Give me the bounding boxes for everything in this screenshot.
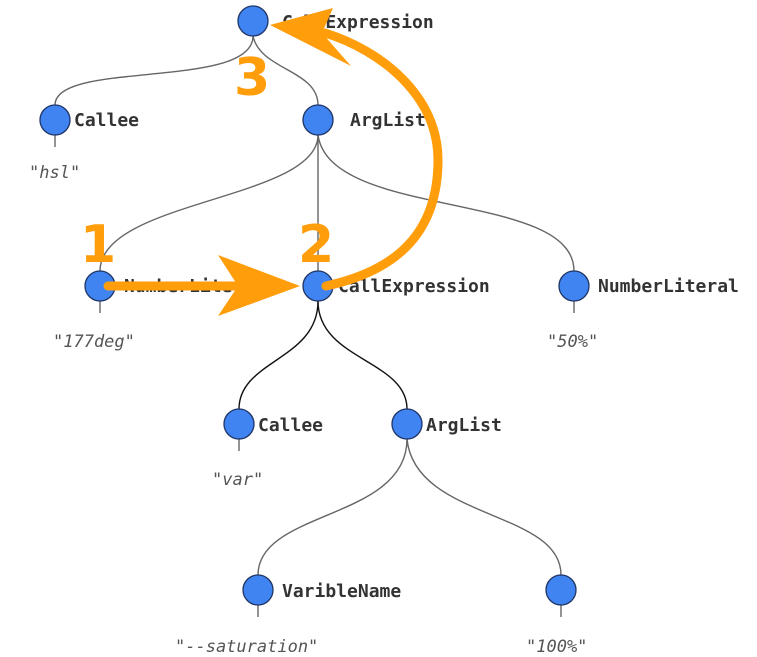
node-label: NumberLiteral xyxy=(598,276,739,297)
arrow-step-2-to-3 xyxy=(320,28,443,291)
node-dot xyxy=(39,104,71,136)
node-callee-inner: Callee "var" xyxy=(212,408,323,490)
node-value: "100%" xyxy=(526,637,587,657)
tree-edges xyxy=(54,35,575,617)
node-callexpression-inner: CallExpression xyxy=(302,270,490,302)
node-value: "--saturation" xyxy=(175,637,318,657)
tree-nodes: CallExpression Callee "hsl" ArgList Numb… xyxy=(29,5,739,657)
node-value: "50%" xyxy=(547,332,598,352)
step-number-1: 1 xyxy=(80,215,116,275)
node-label: VaribleName xyxy=(282,581,401,602)
node-label: ArgList xyxy=(426,415,502,436)
node-dot xyxy=(545,574,577,606)
edge-root-arglist xyxy=(252,35,319,106)
node-dot xyxy=(242,574,274,606)
node-dot xyxy=(391,408,423,440)
node-value: "var" xyxy=(212,470,263,490)
edge-callexpression-callee xyxy=(238,300,319,410)
node-callee-outer: Callee "hsl" xyxy=(29,104,139,183)
node-numberliteral-2: NumberLiteral "50%" xyxy=(547,270,739,352)
node-callexpression-root: CallExpression xyxy=(237,5,434,37)
node-arglist-outer: ArgList xyxy=(302,104,426,136)
edge-arglist-numberliteral-3 xyxy=(406,438,562,576)
node-numberliteral-1: NumberLiteral "177deg" xyxy=(53,270,265,352)
node-value: "177deg" xyxy=(53,332,135,352)
arrow-head-step-1-to-2 xyxy=(218,255,300,316)
node-value: "hsl" xyxy=(29,163,80,183)
node-dot xyxy=(558,270,590,302)
node-dot xyxy=(223,408,255,440)
edge-arglist-numberliteral-1 xyxy=(99,134,319,272)
edge-arglist-numberliteral-2 xyxy=(317,134,575,272)
node-label: Callee xyxy=(74,110,139,131)
node-label: ArgList xyxy=(350,110,426,131)
node-dot xyxy=(302,104,334,136)
edge-root-callee xyxy=(54,35,254,106)
step-annotations: 1 2 3 xyxy=(80,8,443,316)
step-number-2: 2 xyxy=(298,215,334,275)
node-label: CallExpression xyxy=(338,276,490,297)
arrow-head-step-2-to-3 xyxy=(270,8,351,66)
node-dot xyxy=(237,5,269,37)
step-number-3: 3 xyxy=(234,48,270,108)
edge-callexpression-arglist xyxy=(317,300,408,410)
node-arglist-inner: ArgList xyxy=(391,408,502,440)
node-numberliteral-3: "100%" xyxy=(526,574,587,657)
node-variblename: VaribleName "--saturation" xyxy=(175,574,401,657)
node-label: Callee xyxy=(258,415,323,436)
edge-arglist-variblename xyxy=(257,438,408,576)
